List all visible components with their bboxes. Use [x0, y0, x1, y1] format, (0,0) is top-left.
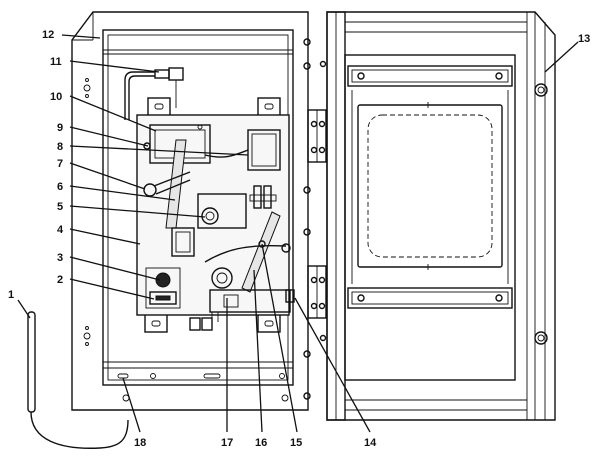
leader-lines [17, 34, 579, 433]
door[interactable] [303, 11, 556, 421]
gas-valve [209, 267, 291, 322]
callout-3: 3 [57, 252, 63, 264]
callout-13: 13 [578, 33, 590, 45]
door-window [367, 114, 493, 258]
door-latch-top[interactable] [534, 83, 548, 97]
callout-10: 10 [50, 91, 62, 103]
callout-4: 4 [57, 224, 64, 236]
cabinet-inner-recess [102, 29, 294, 386]
callout-17: 17 [221, 437, 233, 449]
callout-6: 6 [57, 181, 63, 193]
callout-7: 7 [57, 158, 63, 170]
cabinet-outer-frame [71, 11, 309, 411]
hinge-top [307, 109, 327, 163]
door-latch-bottom[interactable] [534, 331, 548, 345]
control-knob[interactable] [155, 272, 171, 288]
control-panel-box [145, 267, 181, 309]
hinge-bottom [307, 265, 327, 319]
callout-12: 12 [42, 29, 54, 41]
callout-15: 15 [290, 437, 302, 449]
callout-14: 14 [364, 437, 377, 449]
wire-harness [204, 149, 249, 158]
callout-9: 9 [57, 122, 63, 134]
callout-16: 16 [255, 437, 267, 449]
gas-line [124, 67, 184, 120]
callout-1: 1 [8, 289, 14, 301]
relay-block [249, 185, 277, 209]
thermocouple-probe [27, 311, 129, 449]
callout-labels: 1 2 3 4 5 6 7 8 9 10 11 12 13 14 15 16 1… [8, 29, 590, 449]
burner-tube [204, 211, 291, 293]
small-connector [143, 142, 151, 150]
door-window-frame [357, 104, 503, 268]
callout-5: 5 [57, 201, 63, 213]
callout-11: 11 [50, 56, 62, 68]
fastener-bolt [285, 289, 295, 303]
ignition-control [171, 227, 195, 257]
callout-18: 18 [134, 437, 146, 449]
cabinet-body [71, 11, 309, 411]
callout-2: 2 [57, 274, 63, 286]
valve-assembly [197, 193, 247, 229]
callout-8: 8 [57, 141, 63, 153]
